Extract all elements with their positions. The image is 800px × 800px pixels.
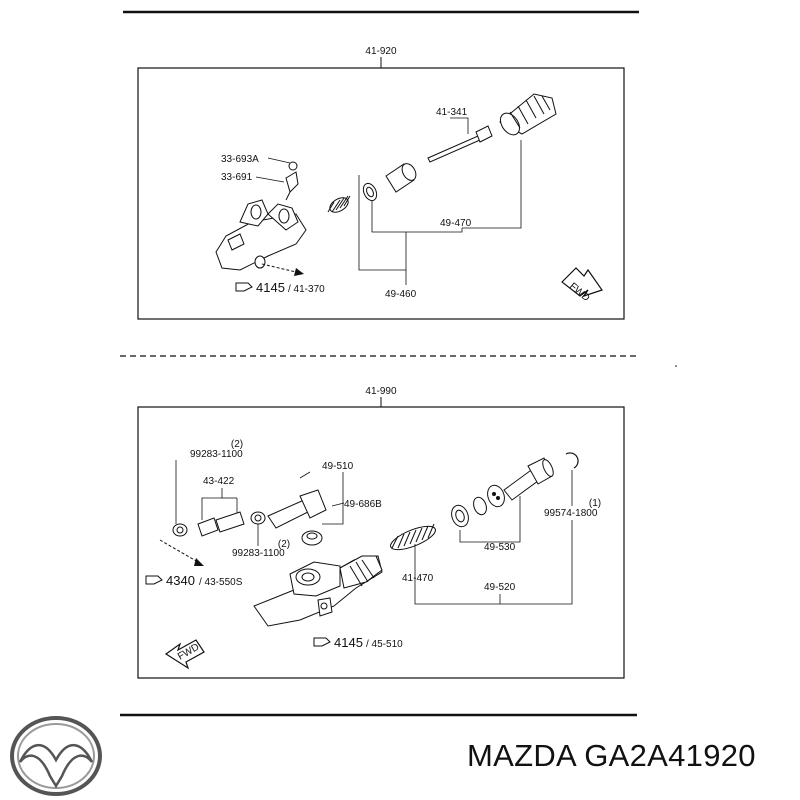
label-33-691: 33-691 xyxy=(221,172,253,183)
push-rod-41-341 xyxy=(427,125,493,163)
label-99574-1800: 99574-1800 xyxy=(544,508,598,519)
label-99283-1100-top: 99283-1100 xyxy=(190,449,243,460)
piston-top xyxy=(385,163,417,193)
boot-top xyxy=(499,93,557,136)
label-43-422: 43-422 xyxy=(203,476,235,487)
diagram-bottom: 41-990 (2) 99283-1100 43-422 49-510 49-6… xyxy=(137,386,625,679)
label-41-470: 41-470 xyxy=(402,573,434,584)
assembly-label-41-990: 41-990 xyxy=(365,386,397,397)
ref-sub-top: / 41-370 xyxy=(288,284,325,295)
diagram-top: 41-920 33-693A 33-691 41-341 49-470 49-4… xyxy=(137,46,625,320)
label-41-341: 41-341 xyxy=(436,107,468,118)
label-49-510: 49-510 xyxy=(322,461,354,472)
push-rod-bottom xyxy=(503,457,554,501)
fwd-arrow-top: FWD xyxy=(561,267,603,304)
clutch-master-cylinder-body xyxy=(253,555,383,627)
mazda-logo-icon xyxy=(10,716,102,796)
pointing-hand-icon xyxy=(145,575,163,585)
ref-main-top: 4145 xyxy=(256,280,285,295)
label-49-520: 49-520 xyxy=(484,582,516,593)
cup-seal-top xyxy=(362,182,378,202)
ref2-main: 4145 xyxy=(334,635,363,650)
fwd-arrow-bottom: FWD xyxy=(164,639,205,670)
hose-parts xyxy=(172,511,266,537)
pointing-hand-icon xyxy=(235,282,253,292)
clutch-slave-cylinder-body xyxy=(215,161,307,271)
reference-4145-top: 4145 / 41-370 xyxy=(235,280,325,295)
label-33-693a: 33-693A xyxy=(221,154,259,165)
label-99283-1100-bot: 99283-1100 xyxy=(232,548,285,559)
reference-4145-bottom: 4145 / 45-510 xyxy=(313,635,403,650)
frame-top xyxy=(137,67,625,320)
snap-ring-99574-1800 xyxy=(565,452,579,469)
pipe-fitting-49-510 xyxy=(267,489,327,546)
assembly-label-41-920: 41-920 xyxy=(365,46,397,57)
reference-4340: 4340 / 43-550S xyxy=(145,573,243,588)
brand-part-number: MAZDA GA2A41920 xyxy=(467,738,756,773)
ref1-sub: / 43-550S xyxy=(199,577,243,588)
ref1-main: 4340 xyxy=(166,573,195,588)
label-49-686b: 49-686B xyxy=(344,499,382,510)
spring-top xyxy=(327,195,351,213)
label-49-530: 49-530 xyxy=(484,542,516,553)
qty-99283-1100-bot: (2) xyxy=(278,539,290,550)
seal-set-bottom xyxy=(451,484,505,528)
ref2-sub: / 45-510 xyxy=(366,639,403,650)
qty-99574-1800: (1) xyxy=(589,498,601,509)
spring-bottom xyxy=(390,523,436,551)
pointing-hand-icon xyxy=(313,637,331,647)
label-49-460: 49-460 xyxy=(385,289,417,300)
frame-bottom xyxy=(137,406,625,679)
label-49-470: 49-470 xyxy=(440,218,472,229)
qty-99283-1100-top: (2) xyxy=(231,439,243,450)
